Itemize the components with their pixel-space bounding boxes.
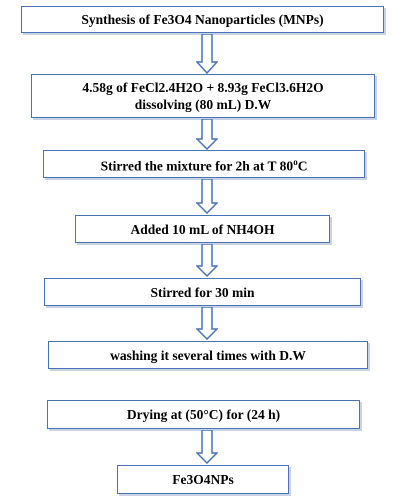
arrow-down-icon [196, 430, 218, 464]
step-add-nh4oh: Added 10 mL of NH4OH [75, 215, 330, 243]
step-label: 4.58g of FeCl2.4H2O + 8.93g FeCl3.6H2O [82, 80, 324, 95]
step-label: Drying at (50°C) for (24 h) [126, 407, 281, 422]
step-dissolve-reagents: 4.58g of FeCl2.4H2O + 8.93g FeCl3.6H2O d… [31, 74, 375, 118]
step-label: washing it several times with D.W [110, 347, 306, 363]
step-washing: washing it several times with D.W [48, 341, 368, 369]
step-label: Added 10 mL of NH4OH [130, 221, 275, 237]
step-drying: Drying at (50°C) for (24 h) [47, 400, 360, 429]
step-product-fe3o4nps: Fe3O4NPs [117, 465, 289, 494]
arrow-down-icon [196, 119, 218, 150]
step-label: Synthesis of Fe3O4 Nanoparticles (MNPs) [81, 12, 324, 27]
step-stir-mixture: Stirred the mixture for 2h at T 80oC [43, 150, 365, 178]
arrow-down-icon [196, 34, 218, 74]
step-label: Stirred for 30 min [150, 284, 255, 300]
step-label: Fe3O4NPs [172, 472, 234, 487]
arrow-down-icon [196, 179, 218, 214]
step-label: Stirred the mixture for 2h at T 80oC [100, 156, 308, 174]
step-label-line2: dissolving (80 mL) D.W [134, 97, 272, 112]
arrow-down-icon [196, 307, 218, 340]
step-stir-30-min: Stirred for 30 min [44, 278, 361, 306]
step-synthesis-title: Synthesis of Fe3O4 Nanoparticles (MNPs) [21, 6, 384, 33]
arrow-down-icon [196, 244, 218, 277]
